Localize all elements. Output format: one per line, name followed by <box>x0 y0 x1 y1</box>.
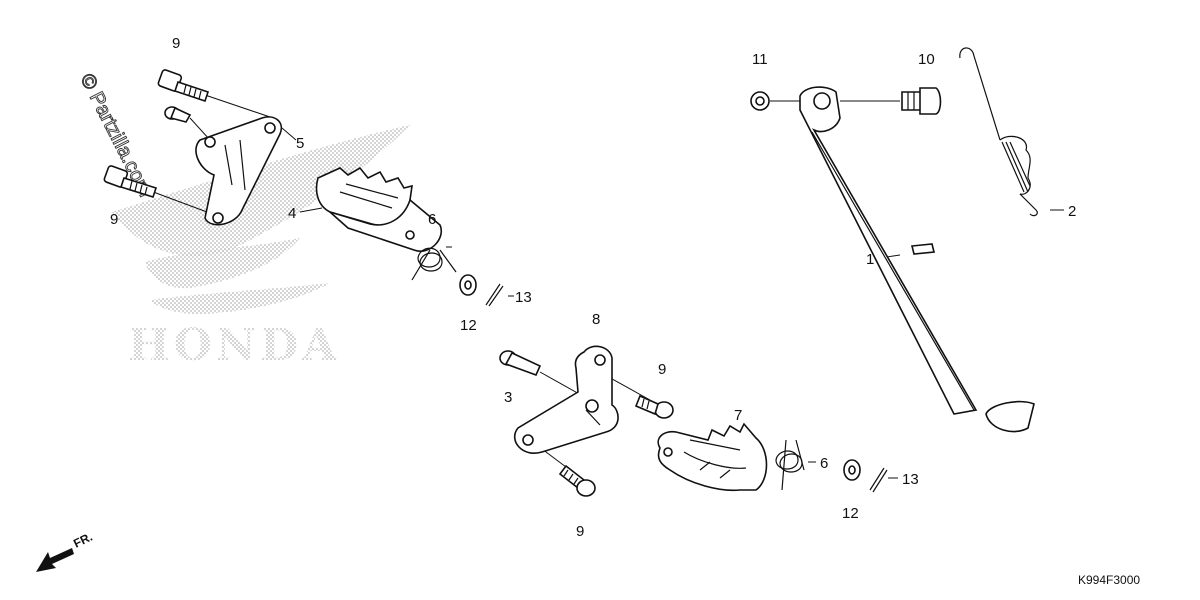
callout-11: 11 <box>752 51 768 68</box>
part-13-cotter-pin-lower <box>869 467 888 493</box>
part-12-washer-lower <box>843 459 861 481</box>
callout-13-lower: 13 <box>902 471 919 488</box>
part-13-cotter-pin-upper <box>485 283 504 307</box>
front-indicator-label: FR. <box>71 530 95 551</box>
callout-10: 10 <box>918 51 935 68</box>
part-4-footpeg <box>315 166 443 252</box>
pin-top-left <box>164 106 192 123</box>
part-7-footpeg <box>657 422 768 492</box>
callout-12-lower: 12 <box>842 505 859 522</box>
part-9-bolt-bracket-right <box>634 394 674 419</box>
part-12-washer-upper <box>459 274 477 296</box>
callouts: 9 5 9 4 6 13 12 8 9 3 7 6 13 12 9 11 10 … <box>110 35 1076 540</box>
part-10-bolt <box>901 87 942 115</box>
callout-6-lower: 6 <box>820 455 828 472</box>
part-3-pin <box>499 350 542 377</box>
part-6-spring-upper <box>411 247 457 281</box>
part-11-nut <box>750 91 770 111</box>
part-1-side-stand <box>799 86 1035 433</box>
honda-logo-text: HONDA <box>128 320 340 371</box>
diagram-code: K994F3000 <box>1078 573 1140 587</box>
callout-2: 2 <box>1068 203 1076 220</box>
part-6-spring-lower <box>775 439 805 491</box>
callout-7: 7 <box>734 407 742 424</box>
callout-6-upper: 6 <box>428 211 436 228</box>
part-8-bracket <box>513 345 619 454</box>
callout-4: 4 <box>288 205 296 222</box>
part-9-bolt-top-left <box>157 69 210 103</box>
part-9-bolt-bracket-below <box>558 464 596 497</box>
callout-12-upper: 12 <box>460 317 477 334</box>
callout-9-bracket-right: 9 <box>658 361 666 378</box>
callout-13-upper: 13 <box>515 289 532 306</box>
honda-wing-logo: HONDA <box>112 125 410 371</box>
part-5-bracket <box>195 116 282 226</box>
callout-9-lower-left: 9 <box>110 211 118 228</box>
front-arrow-icon: FR. <box>36 530 95 572</box>
callout-8: 8 <box>592 311 600 328</box>
callout-5: 5 <box>296 135 304 152</box>
callout-9-bracket-below: 9 <box>576 523 584 540</box>
callout-9-top-left: 9 <box>172 35 180 52</box>
part-9-bolt-lower-left <box>103 165 158 198</box>
callout-1: 1 <box>866 251 874 268</box>
part-2-spring <box>959 47 1038 217</box>
callout-3: 3 <box>504 389 512 406</box>
